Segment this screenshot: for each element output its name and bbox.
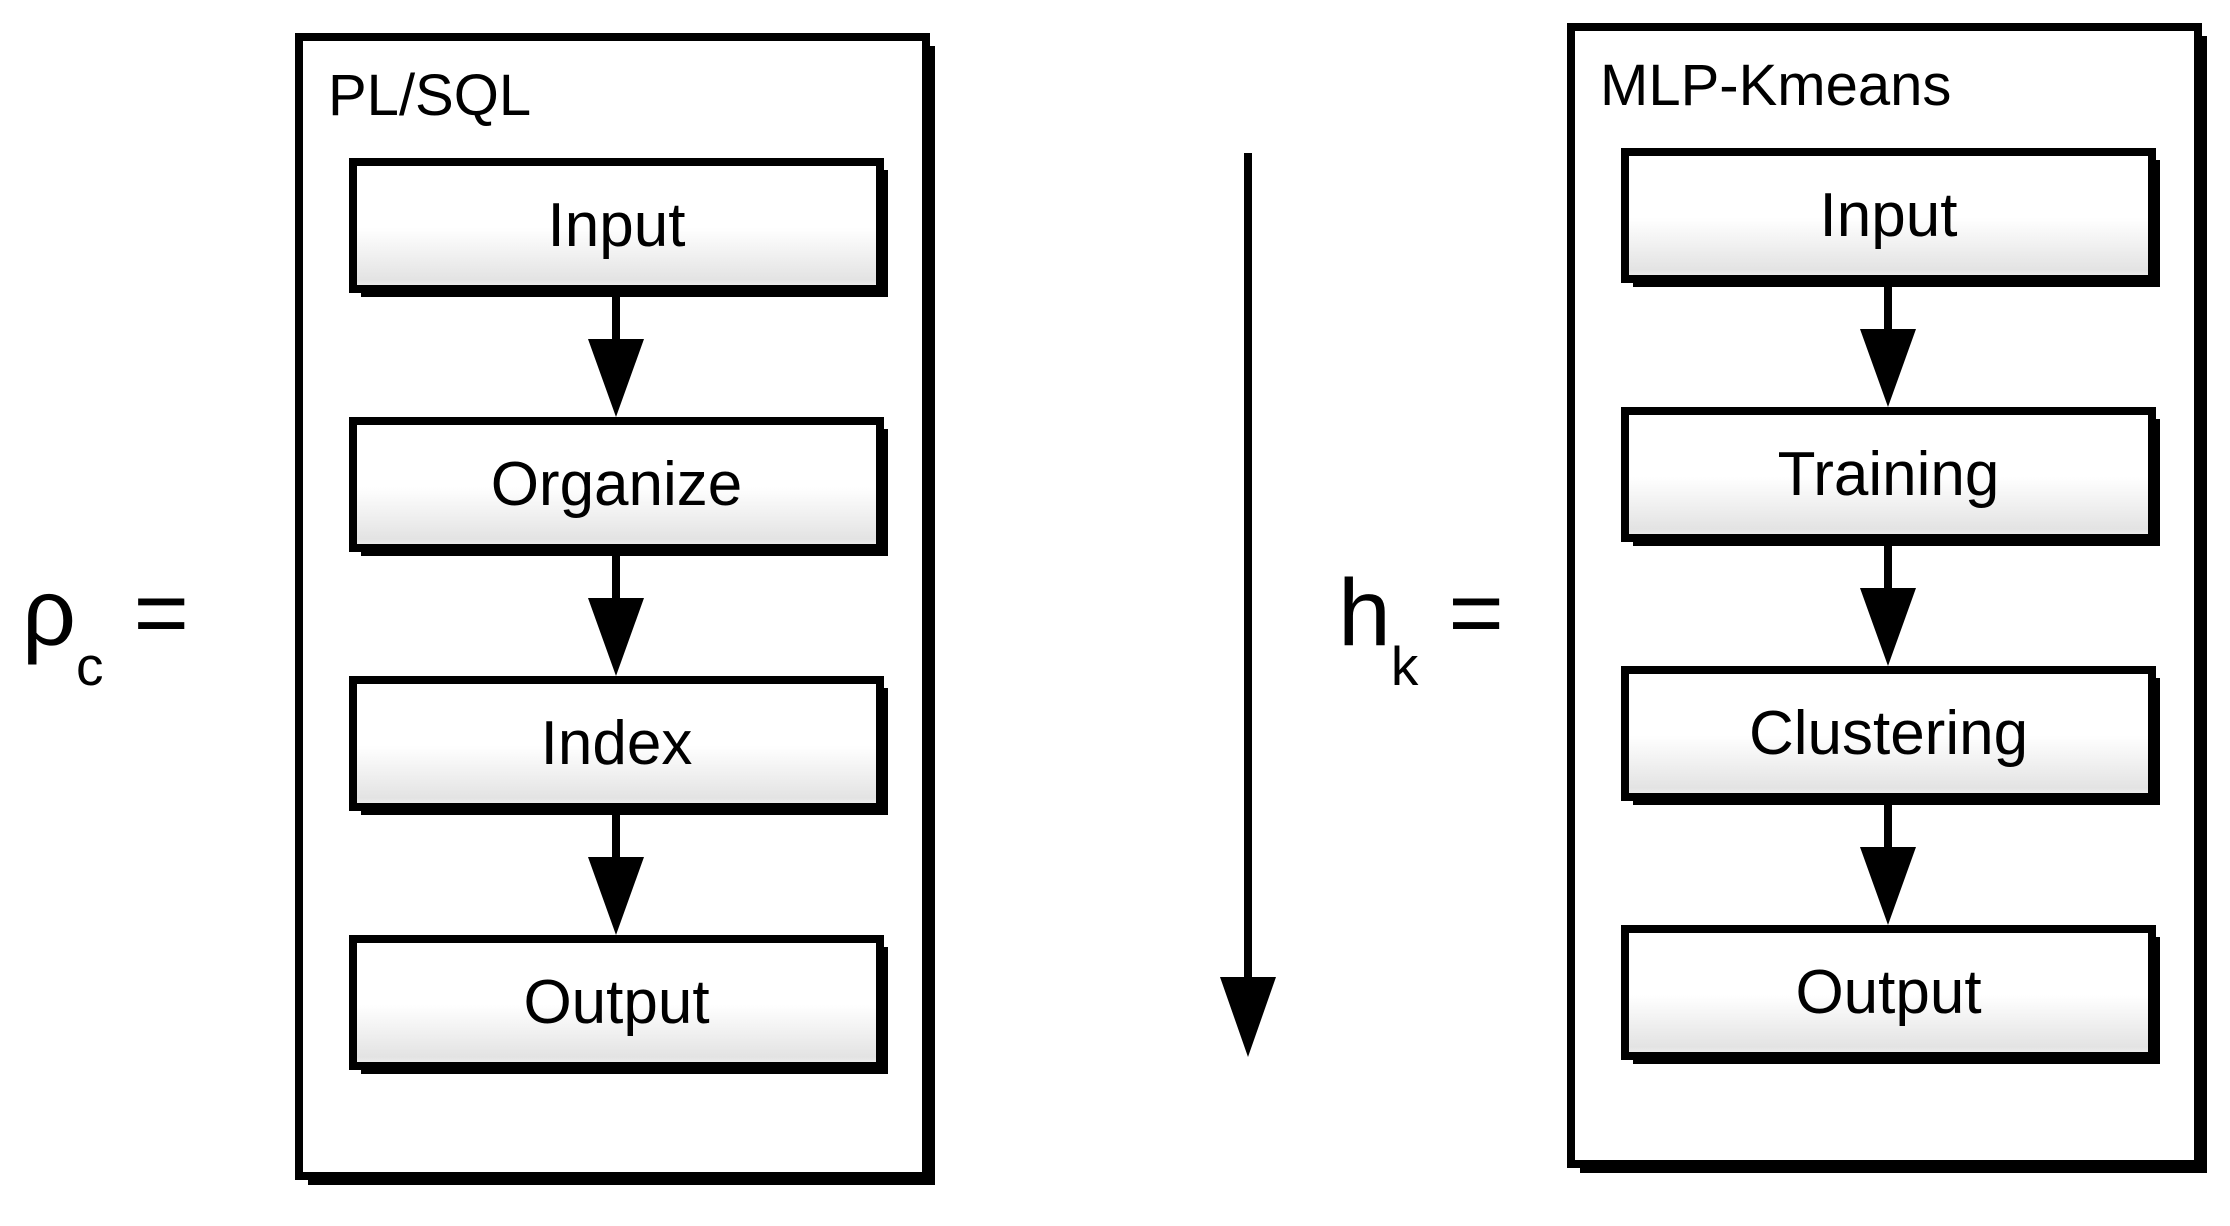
plsql-arrow-3-shaft <box>612 811 620 861</box>
plsql-arrow-1-down-arrow-icon <box>588 339 644 417</box>
plsql-arrow-3-down-arrow-icon <box>588 857 644 935</box>
plsql-output-label: Output <box>523 967 710 1037</box>
h-symbol: h <box>1338 560 1391 666</box>
h-subscript: k <box>1390 635 1419 697</box>
mlp-output-label: Output <box>1795 957 1982 1027</box>
mapping-arrow-shaft <box>1244 153 1252 979</box>
mlp-arrow-1-shaft <box>1884 283 1892 333</box>
plsql-frame-title: PL/SQL <box>328 63 532 128</box>
plsql-organize-label: Organize <box>490 449 743 519</box>
plsql-input-box: Input <box>349 158 884 293</box>
mapping-down-arrow-icon <box>1220 977 1276 1057</box>
mlp-arrow-3-down-arrow-icon <box>1860 847 1916 925</box>
rho-symbol: ρ <box>22 560 77 666</box>
plsql-index-box: Index <box>349 676 884 811</box>
h-equals-sign: = <box>1448 560 1504 666</box>
mlp-training-label: Training <box>1777 439 2000 509</box>
plsql-organize-box: Organize <box>349 417 884 552</box>
mlp-arrow-2-shaft <box>1884 542 1892 592</box>
mlp-input-label: Input <box>1819 180 1958 250</box>
mlp-training-box: Training <box>1621 407 2156 542</box>
plsql-arrow-2-down-arrow-icon <box>588 598 644 676</box>
mlp-clustering-label: Clustering <box>1748 698 2029 768</box>
rho-c-equation-label: ρc= <box>22 566 189 694</box>
plsql-arrow-1-shaft <box>612 293 620 343</box>
mlp-kmeans-frame-title: MLP-Kmeans <box>1600 53 1952 118</box>
mlp-output-box: Output <box>1621 925 2156 1060</box>
mlp-arrow-2-down-arrow-icon <box>1860 588 1916 666</box>
rho-subscript: c <box>76 635 104 697</box>
mlp-input-box: Input <box>1621 148 2156 283</box>
plsql-output-box: Output <box>349 935 884 1070</box>
h-k-equation-label: hk= <box>1338 566 1504 694</box>
plsql-index-label: Index <box>540 708 693 778</box>
rho-equals-sign: = <box>133 560 190 666</box>
plsql-arrow-2-shaft <box>612 552 620 602</box>
mlp-clustering-box: Clustering <box>1621 666 2156 801</box>
mlp-arrow-1-down-arrow-icon <box>1860 329 1916 407</box>
plsql-input-label: Input <box>547 190 686 260</box>
mlp-arrow-3-shaft <box>1884 801 1892 851</box>
